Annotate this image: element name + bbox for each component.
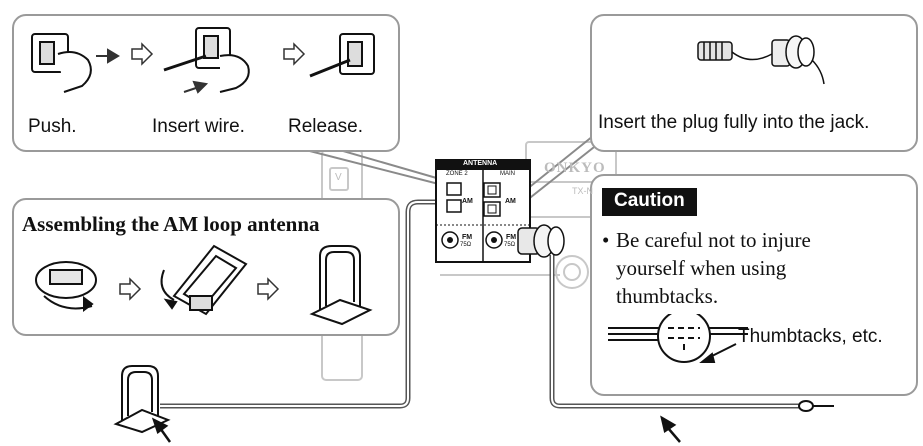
hollow-arrow-icon-2 bbox=[283, 42, 306, 66]
caution-bullet: • bbox=[602, 228, 610, 252]
step-release-label: Release. bbox=[288, 116, 363, 137]
caution-line-3: thumbtacks. bbox=[616, 284, 719, 308]
caution-badge: Caution bbox=[602, 188, 697, 216]
fm-cable-end bbox=[798, 400, 834, 412]
antenna-fold-icon bbox=[160, 244, 248, 316]
caution-line-2: yourself when using bbox=[616, 256, 787, 280]
thumbtacks-label: Thumbtacks, etc. bbox=[738, 326, 883, 347]
panel-header-label: ANTENNA bbox=[463, 160, 498, 167]
fm-plug-connected bbox=[517, 224, 565, 258]
receiver-brand-label: ONKYO bbox=[544, 160, 606, 176]
am-loop-assembly-illustration bbox=[35, 244, 373, 326]
panel-fm-left-ohm: 75Ω bbox=[460, 242, 472, 248]
receiver-model-label: TX-N bbox=[572, 186, 593, 196]
panel-zone2-label: ZONE 2 bbox=[446, 171, 468, 177]
fm-plug-illustration bbox=[697, 35, 825, 85]
hollow-arrow-icon bbox=[131, 42, 154, 66]
hollow-arrow-icon-3 bbox=[119, 277, 142, 301]
caution-line-1: Be careful not to injure bbox=[616, 228, 811, 252]
antenna-panel bbox=[435, 159, 531, 263]
panel-fm-right-label: FM bbox=[506, 234, 517, 241]
caution-callout: Caution • Be careful not to injure yours… bbox=[590, 174, 918, 396]
receiver-side-label: V bbox=[335, 172, 342, 183]
plug-instruction-label: Insert the plug fully into the jack. bbox=[598, 112, 870, 133]
panel-fm-right-ohm: 75Ω bbox=[504, 242, 516, 248]
antenna-assembled-icon bbox=[309, 245, 373, 326]
thumbtack-icon bbox=[657, 314, 711, 363]
panel-fm-left-label: FM bbox=[462, 234, 473, 241]
step-push-label: Push. bbox=[28, 116, 77, 137]
wire-arrow-icon bbox=[183, 80, 209, 94]
am-loop-title: Assembling the AM loop antenna bbox=[22, 212, 320, 236]
pointer-arrows bbox=[151, 415, 681, 443]
arrow-right-icon bbox=[96, 48, 120, 64]
thumbtack-illustration bbox=[608, 314, 748, 363]
fm-antenna-cable-inner bbox=[551, 255, 800, 407]
am-loop-callout: Assembling the AM loop antenna bbox=[12, 198, 400, 336]
plug-callout: Insert the plug fully into the jack. bbox=[590, 14, 918, 152]
wire-steps-callout: Push. Insert wire. Release. bbox=[12, 14, 400, 152]
am-loop-antenna-small bbox=[113, 365, 171, 434]
am-antenna-cable-inner bbox=[160, 201, 462, 407]
terminal-insert-icon bbox=[163, 27, 250, 93]
panel-am-right-label: AM bbox=[505, 198, 516, 205]
terminal-release-icon bbox=[309, 33, 375, 78]
terminal-push-icon bbox=[31, 33, 92, 93]
hollow-arrow-icon-4 bbox=[257, 277, 280, 301]
wire-steps-illustration bbox=[31, 27, 375, 94]
thumbtack-pointer-arrow bbox=[699, 343, 737, 363]
antenna-base-icon bbox=[35, 261, 97, 312]
panel-main-label: MAIN bbox=[500, 171, 515, 177]
step-insert-wire-label: Insert wire. bbox=[152, 116, 245, 137]
panel-am-left-label: AM bbox=[462, 198, 473, 205]
fm-plug-icon bbox=[697, 35, 825, 85]
